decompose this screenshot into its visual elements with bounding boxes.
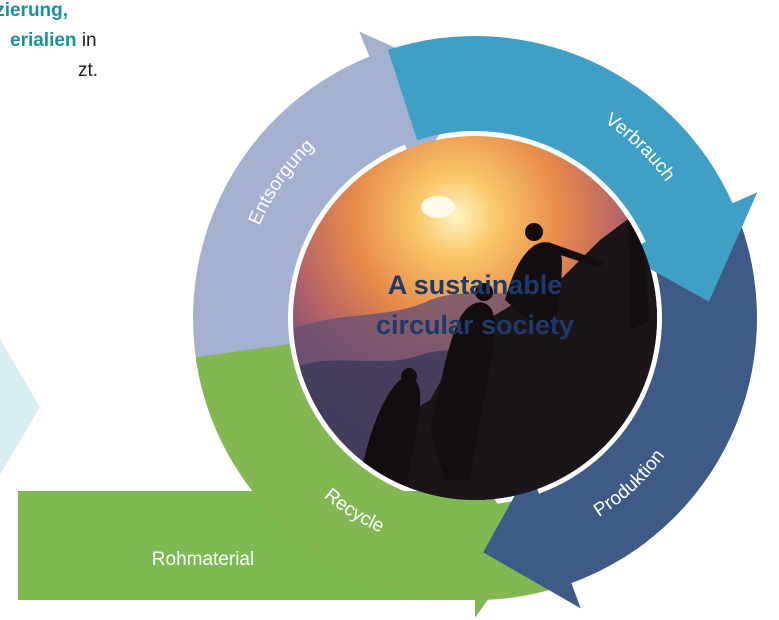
- center-title-line-2: circular society: [376, 310, 574, 340]
- climber-top: [505, 242, 562, 330]
- intro-line-2-rest: in: [76, 30, 97, 51]
- standing-figure: [628, 220, 650, 330]
- intro-line-2-highlight: erialien: [10, 30, 77, 51]
- segment-verbrauch: [387, 36, 758, 302]
- intro-line-3: zt.: [78, 60, 99, 81]
- intro-line-1: duzierung,: [0, 0, 69, 21]
- climber-middle: [430, 302, 495, 480]
- center-title-line-1: A sustainable: [388, 270, 563, 300]
- sun-shape: [421, 196, 455, 218]
- rohmaterial-label: Rohmaterial: [152, 549, 254, 570]
- segment-produktion: [483, 221, 757, 609]
- intro-text: duzierung, erialien in zt.: [0, 0, 170, 86]
- intro-line-2: erialien in: [10, 26, 170, 56]
